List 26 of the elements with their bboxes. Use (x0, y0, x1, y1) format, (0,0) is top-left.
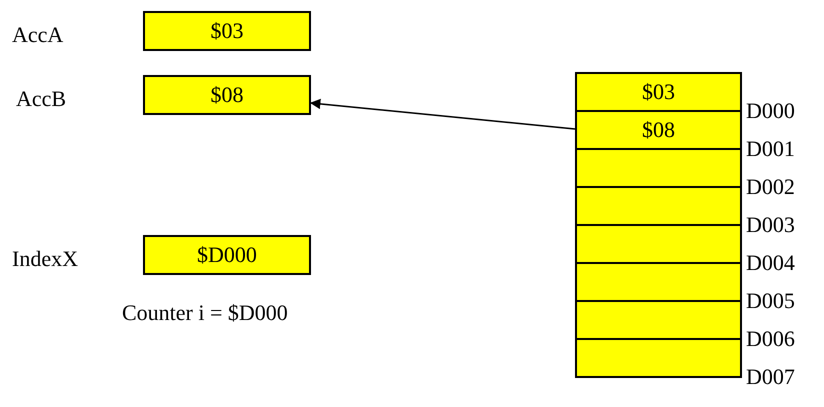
memory-cell (575, 148, 742, 188)
cell-value: $08 (642, 119, 675, 141)
register-name: IndexX (12, 248, 78, 270)
memory-address: D006 (746, 328, 795, 350)
register-value: $08 (210, 84, 244, 106)
counter-note: Counter i = $D000 (122, 302, 288, 324)
memory-address: D000 (746, 100, 795, 122)
memory-address: D003 (746, 214, 795, 236)
memory-address: D004 (746, 252, 795, 274)
memory-cell (575, 186, 742, 226)
memory-cell (575, 300, 742, 340)
cell-value: $03 (642, 81, 675, 103)
memory-cell (575, 262, 742, 302)
register-value: $03 (210, 20, 244, 42)
memory-address: D007 (746, 366, 795, 388)
register-name: AccA (12, 24, 64, 46)
memory-cell (575, 110, 742, 150)
register-value: $D000 (197, 244, 257, 266)
memory-address: D001 (746, 138, 795, 160)
memory-cell (575, 338, 742, 378)
memory-address: D002 (746, 176, 795, 198)
memory-cell (575, 72, 742, 112)
memory-address: D005 (746, 290, 795, 312)
arrow (310, 98, 576, 130)
register-name: AccB (16, 88, 66, 110)
memory-cell (575, 224, 742, 264)
